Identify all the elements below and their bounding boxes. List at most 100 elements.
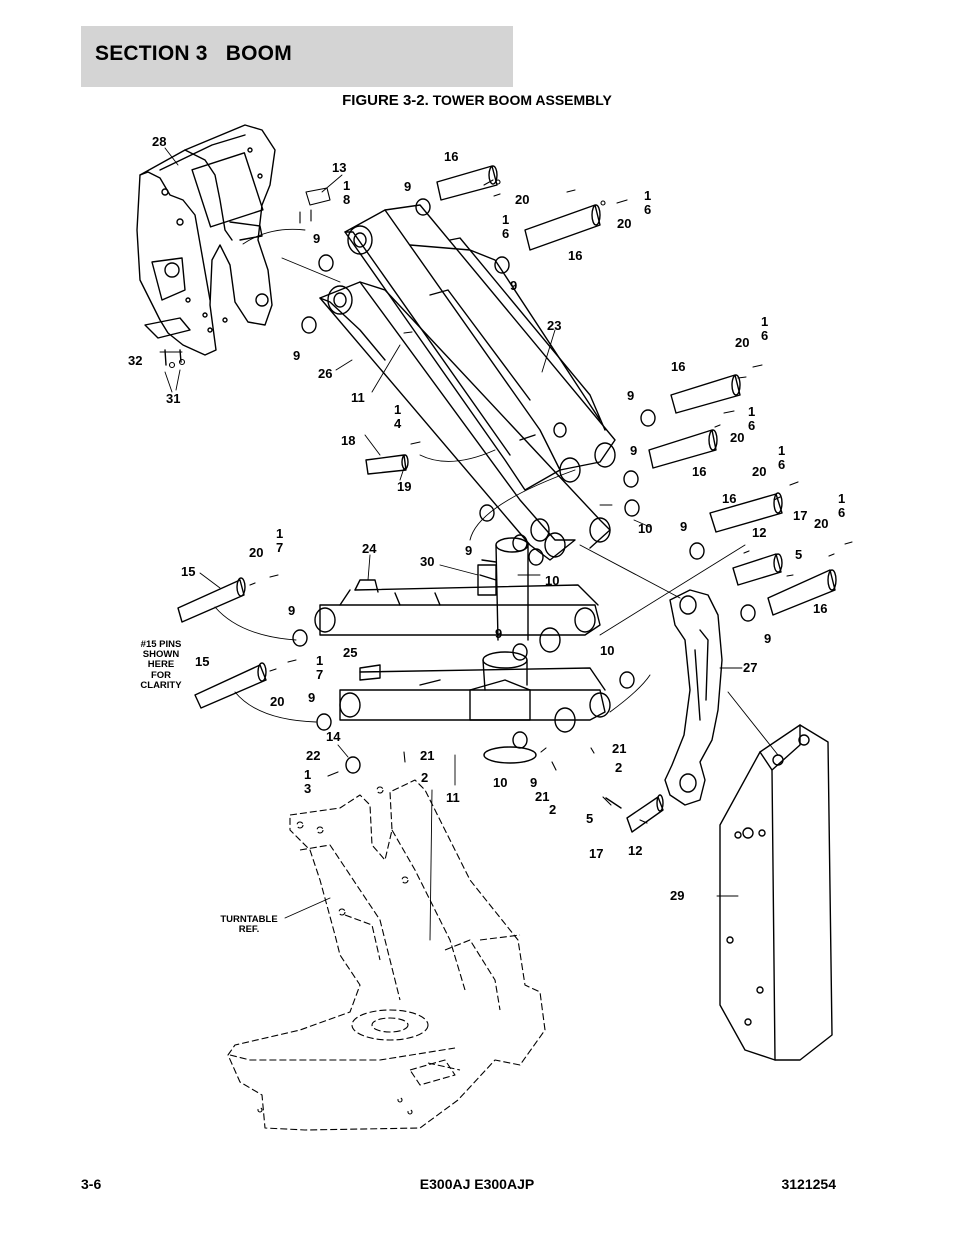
figure-caption: FIGURE 3-2. TOWER BOOM ASSEMBLY bbox=[0, 92, 954, 109]
callout-16-digit-1: 1 bbox=[838, 491, 845, 506]
callout-9: 9 bbox=[510, 278, 517, 293]
section-title: SECTION 3 BOOM bbox=[95, 42, 292, 65]
callout-16-digit-1: 1 bbox=[778, 443, 785, 458]
callout-26: 26 bbox=[318, 366, 332, 381]
callout-9: 9 bbox=[313, 231, 320, 246]
side-cover-part-29 bbox=[719, 724, 833, 1061]
callout-2: 2 bbox=[421, 770, 428, 785]
callout-9: 9 bbox=[465, 543, 472, 558]
callout-17-digit-2: 7 bbox=[276, 540, 283, 555]
callout-12: 12 bbox=[628, 843, 642, 858]
callout-16-digit-2: 6 bbox=[778, 457, 785, 472]
lift-link-part-27 bbox=[664, 589, 723, 806]
callout-9: 9 bbox=[288, 603, 295, 618]
callout-16: 16 bbox=[568, 248, 582, 263]
callout-17-digit-2: 7 bbox=[316, 667, 323, 682]
turntable-reference bbox=[227, 779, 546, 1131]
callout-16-digit-2: 6 bbox=[644, 202, 651, 217]
callout-16-digit-2: 6 bbox=[838, 505, 845, 520]
callout-23: 23 bbox=[547, 318, 561, 333]
callout-15: 15 bbox=[181, 564, 195, 579]
callout-16-digit-2: 6 bbox=[502, 226, 509, 241]
pins-note-line-2: SHOWN bbox=[143, 649, 180, 660]
footer-page-number: 3-6 bbox=[81, 1176, 102, 1192]
callout-16-digit-2: 6 bbox=[761, 328, 768, 343]
callout-16: 16 bbox=[692, 464, 706, 479]
callout-18: 18 bbox=[341, 433, 355, 448]
callout-12: 12 bbox=[752, 525, 766, 540]
callout-15: 15 bbox=[195, 654, 209, 669]
callout-16: 16 bbox=[813, 601, 827, 616]
callout-2: 2 bbox=[549, 802, 556, 817]
callout-24: 24 bbox=[362, 541, 377, 556]
callout-11: 11 bbox=[351, 390, 365, 405]
callout-21: 21 bbox=[420, 748, 434, 763]
pins-and-bushings bbox=[177, 165, 837, 833]
callout-21: 21 bbox=[535, 789, 549, 804]
callout-27: 27 bbox=[743, 660, 757, 675]
callout-labels: 28 13 1 8 16 9 20 1 6 1 6 20 16 9 9 9 23… bbox=[128, 134, 845, 903]
section-header-bar: SECTION 3 BOOM bbox=[81, 26, 513, 87]
leader-lines bbox=[159, 147, 779, 941]
callout-22: 22 bbox=[306, 748, 320, 763]
pins-note: #15 PINS SHOWN HERE FOR CLARITY bbox=[140, 639, 182, 691]
callout-16-digit-1: 1 bbox=[644, 188, 651, 203]
callout-20: 20 bbox=[735, 335, 749, 350]
callout-10: 10 bbox=[600, 643, 614, 658]
callout-25: 25 bbox=[343, 645, 357, 660]
turntable-note-line-1: TURNTABLE bbox=[220, 914, 277, 925]
callout-20: 20 bbox=[617, 216, 631, 231]
callout-9: 9 bbox=[764, 631, 771, 646]
callout-16: 16 bbox=[722, 491, 736, 506]
callout-20: 20 bbox=[270, 694, 284, 709]
callout-31: 31 bbox=[166, 391, 180, 406]
callout-30: 30 bbox=[420, 554, 434, 569]
footer-doc-number: 3121254 bbox=[781, 1176, 836, 1192]
callout-2: 2 bbox=[615, 760, 622, 775]
callout-9: 9 bbox=[308, 690, 315, 705]
callout-18-digit-1: 1 bbox=[343, 178, 350, 193]
callout-10: 10 bbox=[638, 521, 652, 536]
callout-17: 17 bbox=[793, 508, 807, 523]
callout-16: 16 bbox=[671, 359, 685, 374]
callout-28: 28 bbox=[152, 134, 166, 149]
callout-13: 13 bbox=[332, 160, 346, 175]
callout-20: 20 bbox=[752, 464, 766, 479]
callout-16-digit-1: 1 bbox=[502, 212, 509, 227]
callout-9: 9 bbox=[495, 626, 502, 641]
callout-20: 20 bbox=[249, 545, 263, 560]
tower-boom-frame-part-23 bbox=[319, 204, 616, 561]
callout-19: 19 bbox=[397, 479, 411, 494]
callout-17-digit-1: 1 bbox=[276, 526, 283, 541]
callout-9: 9 bbox=[530, 775, 537, 790]
callout-17-digit-1: 1 bbox=[316, 653, 323, 668]
lower-link-frame-part-24 bbox=[314, 579, 601, 653]
callout-14-digit-1: 1 bbox=[394, 402, 401, 417]
callout-9: 9 bbox=[293, 348, 300, 363]
callout-9: 9 bbox=[627, 388, 634, 403]
callout-20: 20 bbox=[515, 192, 529, 207]
callout-11: 11 bbox=[446, 790, 460, 805]
bolts-and-washers bbox=[168, 179, 853, 824]
callout-13-digit-2: 3 bbox=[304, 781, 311, 796]
callout-29: 29 bbox=[670, 888, 684, 903]
callout-5: 5 bbox=[586, 811, 593, 826]
callout-14: 14 bbox=[326, 729, 341, 744]
pins-note-line-3: HERE bbox=[148, 659, 174, 670]
callout-14-digit-2: 4 bbox=[394, 416, 402, 431]
callout-32: 32 bbox=[128, 353, 142, 368]
figure-number: FIGURE 3-2. bbox=[342, 92, 429, 109]
callout-18-digit-2: 8 bbox=[343, 192, 350, 207]
callout-13-digit-1: 1 bbox=[304, 767, 311, 782]
callout-17: 17 bbox=[589, 846, 603, 861]
turntable-note-line-2: REF. bbox=[239, 924, 260, 935]
footer-models: E300AJ E300AJP bbox=[419, 1176, 535, 1192]
callout-21: 21 bbox=[612, 741, 626, 756]
tower-post-part-30 bbox=[477, 537, 529, 691]
turntable-note: TURNTABLE REF. bbox=[220, 914, 277, 935]
callout-5: 5 bbox=[795, 547, 802, 562]
callout-16-digit-2: 6 bbox=[748, 418, 755, 433]
pins-note-line-1: #15 PINS bbox=[141, 639, 182, 650]
callout-16-digit-1: 1 bbox=[748, 404, 755, 419]
